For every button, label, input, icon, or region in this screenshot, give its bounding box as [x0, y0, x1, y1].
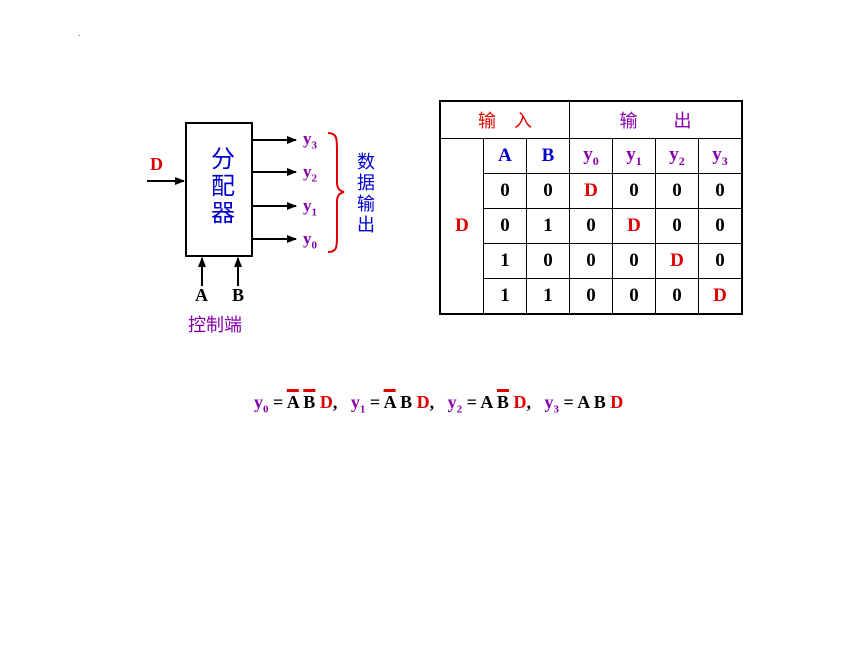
- control-terminal-label: 控制端: [188, 315, 242, 336]
- data-output-char: 出: [357, 215, 375, 236]
- table-cell: 0: [569, 278, 613, 315]
- output-brace: [327, 132, 345, 253]
- table-cell: 0: [655, 208, 699, 244]
- col-y3: y3: [698, 138, 743, 174]
- truth-table: 输 入 输 出 D A B y0 y1 y2 y3 0 0 D 0 0 0 0 …: [439, 100, 743, 315]
- table-cell: 0: [483, 173, 527, 209]
- equation-y1: y1 = A B D,: [350, 392, 435, 416]
- table-row: 0 1 0 D 0 0: [440, 208, 743, 244]
- table-subheader-row: D A B y0 y1 y2 y3: [439, 138, 743, 315]
- table-cell: 1: [483, 278, 527, 315]
- equation-y0: y0 = A B D,: [254, 392, 338, 416]
- control-label-a: A: [195, 285, 208, 305]
- table-cell: D: [612, 208, 656, 244]
- table-cell: 0: [612, 243, 656, 279]
- output-label-y1: y1: [303, 196, 317, 219]
- table-cell: D: [655, 243, 699, 279]
- table-cell: 1: [526, 278, 570, 315]
- table-cell: 0: [526, 173, 570, 209]
- table-cell: D: [698, 278, 743, 315]
- equation-y3: y3 = A B D: [544, 392, 624, 416]
- equation-y2: y2 = A B D,: [447, 392, 531, 416]
- data-output-char: 数: [357, 152, 375, 173]
- table-header-row: 输 入 输 出: [439, 100, 743, 139]
- output-equations: y0 = A B D, y1 = A B D, y2 = A B D, y3 =…: [254, 392, 623, 416]
- distributor-label-line-3: 器: [211, 199, 235, 227]
- distributor-label-line-1: 分: [211, 145, 235, 173]
- output-label-y0: y0: [303, 229, 317, 252]
- input-label-d: D: [150, 154, 163, 174]
- table-cell: 0: [698, 208, 743, 244]
- distributor-label: 分 配 器: [205, 146, 241, 227]
- table-cell: 1: [526, 208, 570, 244]
- table-cell: 0: [526, 243, 570, 279]
- table-row: 1 0 0 0 D 0: [440, 243, 743, 279]
- output-label-y2: y2: [303, 162, 317, 185]
- col-b: B: [526, 138, 570, 174]
- table-cell: 0: [569, 208, 613, 244]
- data-output-label: 数 据 输 出: [356, 152, 376, 236]
- header-output: 输 出: [569, 100, 743, 139]
- col-y1: y1: [612, 138, 656, 174]
- table-cell: 0: [569, 243, 613, 279]
- distributor-label-line-2: 配: [211, 172, 235, 200]
- header-input: 输 入: [439, 100, 570, 139]
- table-row: 1 1 0 0 0 D: [440, 278, 743, 315]
- output-label-y3: y3: [303, 129, 317, 152]
- table-cell: 0: [612, 278, 656, 315]
- table-row: 0 0 D 0 0 0: [440, 173, 743, 209]
- table-cell: 0: [655, 173, 699, 209]
- col-a: A: [483, 138, 527, 174]
- col-y2: y2: [655, 138, 699, 174]
- table-cell: 1: [483, 243, 527, 279]
- table-cell: D: [569, 173, 613, 209]
- table-cell: 0: [698, 173, 743, 209]
- corner-dot: .: [78, 28, 81, 39]
- col-y0: y0: [569, 138, 613, 174]
- table-cell: 0: [655, 278, 699, 315]
- data-output-char: 输: [357, 194, 375, 215]
- table-cell: 0: [612, 173, 656, 209]
- table-cell: 0: [483, 208, 527, 244]
- control-label-b: B: [232, 285, 245, 305]
- distributor-block: [185, 122, 253, 257]
- data-output-char: 据: [357, 173, 375, 194]
- table-cell: 0: [698, 243, 743, 279]
- row-label-d: D: [439, 138, 484, 315]
